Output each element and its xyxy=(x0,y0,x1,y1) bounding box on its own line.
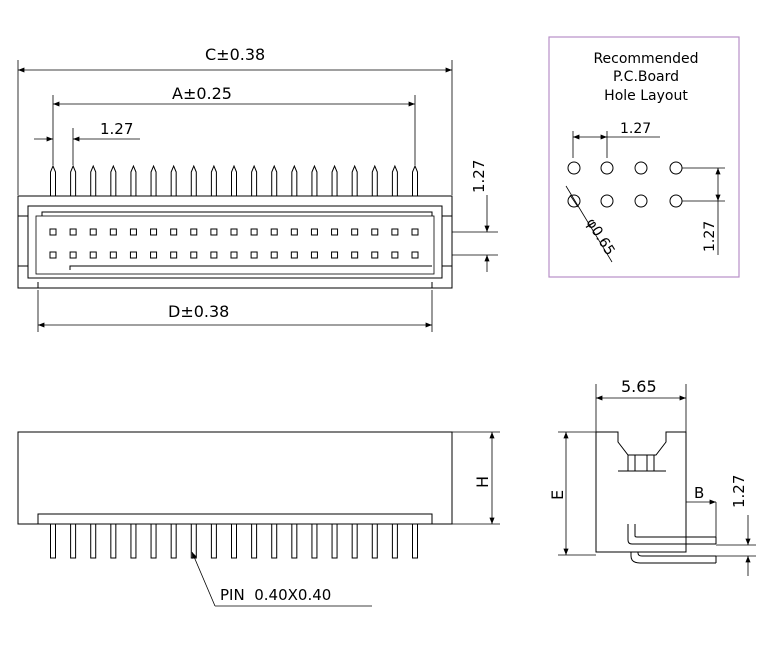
pad-row1 xyxy=(230,228,238,236)
pad-row2 xyxy=(310,251,318,259)
pad-row2 xyxy=(49,251,57,259)
pin-top xyxy=(90,164,97,196)
pin-front xyxy=(210,523,217,559)
pcb-title-line2: P.C.Board xyxy=(613,69,679,85)
pin-front xyxy=(170,523,177,559)
pad-row1 xyxy=(190,228,198,236)
pin-front xyxy=(90,523,97,559)
pcb-title-line3: Hole Layout xyxy=(604,88,688,104)
pad-row1 xyxy=(150,228,158,236)
pad-row2 xyxy=(290,251,298,259)
pin-top xyxy=(130,164,137,196)
pad-row1 xyxy=(69,228,77,236)
pcb-pitch-h-label: 1.27 xyxy=(620,121,651,137)
pin-top xyxy=(70,164,77,196)
pin-top xyxy=(351,164,358,196)
pin-front xyxy=(110,523,117,559)
dim-d-label: D±0.38 xyxy=(168,302,229,321)
dim-side-b-label: B xyxy=(694,484,704,502)
pad-row1 xyxy=(371,228,379,236)
dim-pitch-top-label: 1.27 xyxy=(100,120,133,138)
pad-row1 xyxy=(290,228,298,236)
pad-row2 xyxy=(391,251,399,259)
pin-front xyxy=(231,523,237,559)
pin-front xyxy=(150,523,157,559)
dim-pitch-vertical-label: 1.27 xyxy=(470,160,488,193)
pad-row2 xyxy=(331,251,339,259)
pad-row1 xyxy=(331,228,339,236)
pad-row2 xyxy=(129,251,137,259)
pad-row1 xyxy=(250,228,258,236)
dim-a-label: A±0.25 xyxy=(172,84,232,103)
pin-top xyxy=(150,164,157,196)
pad-row2 xyxy=(69,251,77,259)
pin-top xyxy=(210,164,217,196)
pad-row2 xyxy=(230,251,238,259)
pin-front xyxy=(50,523,56,559)
pin-front xyxy=(391,523,398,559)
pad-row2 xyxy=(190,251,198,259)
pad-row2 xyxy=(270,251,278,259)
pad-row2 xyxy=(150,251,158,259)
pad-row2 xyxy=(210,251,218,259)
pad-row1 xyxy=(210,228,218,236)
dim-h-label: H xyxy=(473,476,492,488)
pad-row1 xyxy=(310,228,318,236)
pin-front xyxy=(251,523,258,559)
pin-front xyxy=(70,523,77,559)
pad-row1 xyxy=(391,228,399,236)
pad-row1 xyxy=(109,228,117,236)
pad-row1 xyxy=(49,228,57,236)
pad-row1 xyxy=(129,228,137,236)
pin-top xyxy=(391,164,398,196)
pad-row1 xyxy=(270,228,278,236)
pin-top xyxy=(110,164,117,196)
pin-front xyxy=(271,523,278,559)
pin-top xyxy=(271,164,278,196)
dim-c-label: C±0.38 xyxy=(205,45,265,64)
pin-top xyxy=(50,164,56,196)
pcb-title-line1: Recommended xyxy=(593,51,698,67)
pin-front xyxy=(291,523,298,559)
pad-row2 xyxy=(351,251,359,259)
front-view: H PIN 0.40X0.40 xyxy=(17,431,500,607)
pcb-hole-layout: Recommended P.C.Board Hole Layout 1.27 1… xyxy=(548,36,740,278)
pin-top xyxy=(371,164,378,196)
pad-row2 xyxy=(109,251,117,259)
pin-front xyxy=(311,523,318,559)
pin-top xyxy=(231,164,237,196)
pad-row1 xyxy=(89,228,97,236)
pin-top xyxy=(251,164,258,196)
pin-front xyxy=(371,523,378,559)
dim-side-width-label: 5.65 xyxy=(621,377,657,396)
pin-top xyxy=(170,164,177,196)
pad-row1 xyxy=(351,228,359,236)
pin-front xyxy=(351,523,358,559)
pad-row2 xyxy=(250,251,258,259)
pad-row1 xyxy=(170,228,178,236)
pin-front xyxy=(412,523,418,559)
pad-row2 xyxy=(411,251,419,259)
dim-side-pitch-label: 1.27 xyxy=(730,475,748,508)
side-view: 5.65 E B 1.27 xyxy=(548,377,756,576)
pin-front xyxy=(331,523,338,559)
pin-front xyxy=(130,523,137,559)
pad-row2 xyxy=(89,251,97,259)
pin-top xyxy=(311,164,318,196)
dim-side-e-label: E xyxy=(548,490,567,500)
pin-size-note: PIN 0.40X0.40 xyxy=(220,586,331,604)
pad-row1 xyxy=(411,228,419,236)
pad-row2 xyxy=(170,251,178,259)
pin-top xyxy=(190,164,197,196)
top-view: C±0.38 A±0.25 1.27 1.27 xyxy=(17,45,498,332)
pad-row2 xyxy=(371,251,379,259)
pin-top xyxy=(291,164,298,196)
pin-top xyxy=(412,164,418,196)
pin-top xyxy=(331,164,338,196)
pcb-pitch-v-label: 1.27 xyxy=(702,221,718,252)
